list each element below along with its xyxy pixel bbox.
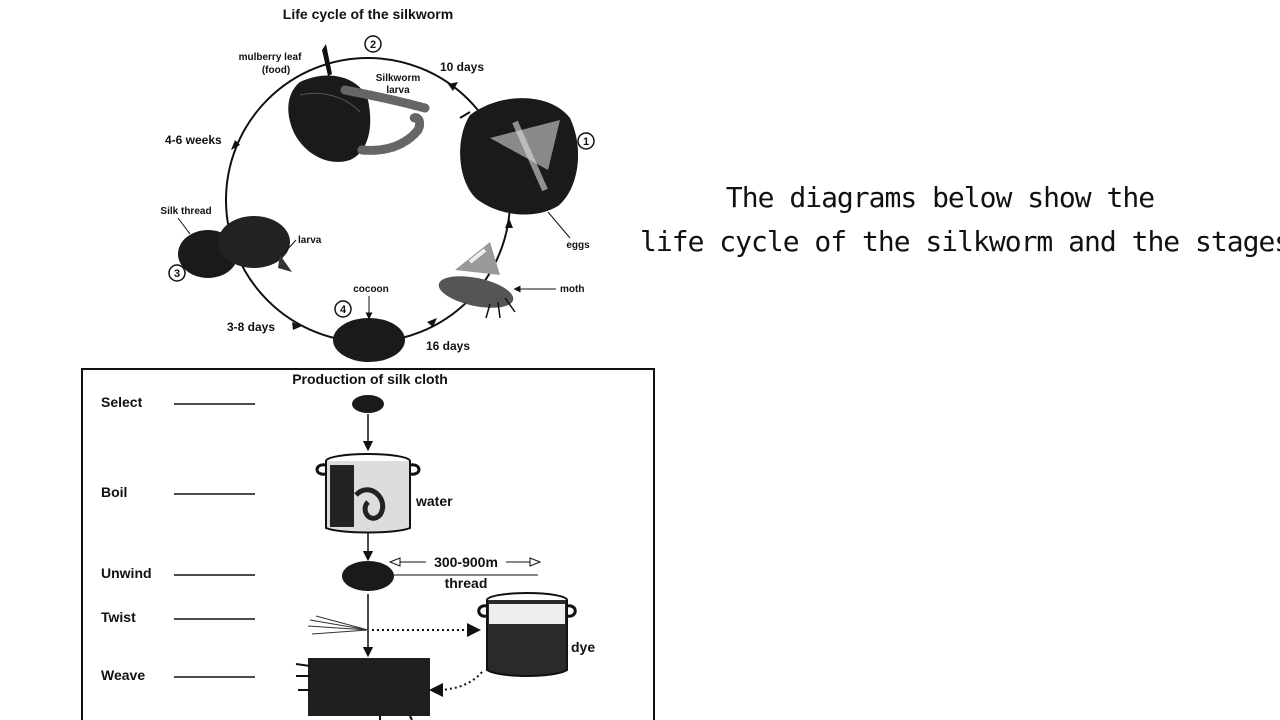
label-length: 300-900m — [434, 554, 498, 570]
label-eggs: eggs — [566, 240, 590, 251]
svg-text:4: 4 — [340, 304, 347, 316]
svg-text:2: 2 — [370, 39, 376, 51]
step-weave: Weave — [101, 667, 145, 683]
spinning-larva-illustration — [178, 216, 292, 278]
stage-number-2: 2 — [364, 35, 382, 53]
duration-10-days: 10 days — [440, 60, 484, 74]
duration-3-8-days: 3-8 days — [227, 320, 275, 334]
twisted-thread-illustration — [307, 615, 369, 635]
step-unwind: Unwind — [101, 565, 152, 581]
label-moth: moth — [560, 284, 584, 295]
mulberry-leaf-illustration — [288, 44, 371, 162]
cocoon-illustration — [333, 318, 405, 362]
cycle-arrow-2 — [231, 140, 240, 150]
production-title: Production of silk cloth — [292, 371, 448, 387]
length-arrow-left — [388, 557, 401, 567]
caption-line-2: life cycle of the silkworm and the stage… — [640, 225, 1280, 258]
unwind-cocoon — [342, 561, 394, 591]
step-boil: Boil — [101, 484, 127, 500]
woven-cloth-illustration — [295, 658, 430, 720]
eggs-leaf-illustration — [459, 98, 579, 215]
caption: The diagrams below show the life cycle o… — [640, 176, 1280, 264]
cycle-arrow-4 — [427, 318, 437, 327]
svg-text:1: 1 — [583, 136, 589, 148]
length-label-bg — [426, 553, 506, 569]
label-mulberry-food: (food) — [262, 65, 290, 76]
cycle-arrow-3 — [292, 322, 302, 330]
label-water: water — [415, 493, 453, 509]
select-cocoon — [352, 395, 384, 413]
label-mulberry-leaf: mulberry leaf — [239, 52, 302, 63]
svg-text:3: 3 — [174, 268, 180, 280]
dye-pot-illustration — [477, 592, 577, 677]
production-frame — [81, 368, 655, 720]
cycle-arrow-5 — [505, 218, 513, 228]
duration-16-days: 16 days — [426, 339, 470, 353]
label-larva-side: larva — [298, 235, 322, 246]
duration-4-6-weeks: 4-6 weeks — [165, 133, 222, 147]
boiling-pot-illustration — [315, 453, 421, 534]
cycle-arrow-1 — [448, 82, 458, 91]
length-arrow-right — [529, 557, 542, 567]
label-dye: dye — [571, 639, 595, 655]
silk-thread-pointer — [177, 217, 191, 235]
label-cocoon: cocoon — [353, 284, 389, 295]
weave-return-arrow — [429, 671, 483, 697]
stage-number-4: 4 — [334, 300, 352, 318]
caption-line-1: The diagrams below show the — [725, 181, 1155, 214]
label-silk-thread: Silk thread — [160, 206, 211, 217]
larva-pointer — [284, 239, 297, 253]
cycle-title: Life cycle of the silkworm — [283, 6, 453, 22]
step-select: Select — [101, 394, 143, 410]
eggs-pointer — [547, 211, 571, 239]
stage-number-3: 3 — [168, 264, 186, 282]
label-larva-top: larva — [386, 85, 410, 96]
silkworm-larva-illustration — [340, 85, 430, 155]
label-silkworm: Silkworm — [376, 73, 421, 84]
moth-illustration — [438, 242, 516, 319]
step-twist: Twist — [101, 609, 136, 625]
stage-number-1: 1 — [577, 132, 595, 150]
label-thread: thread — [445, 575, 488, 591]
